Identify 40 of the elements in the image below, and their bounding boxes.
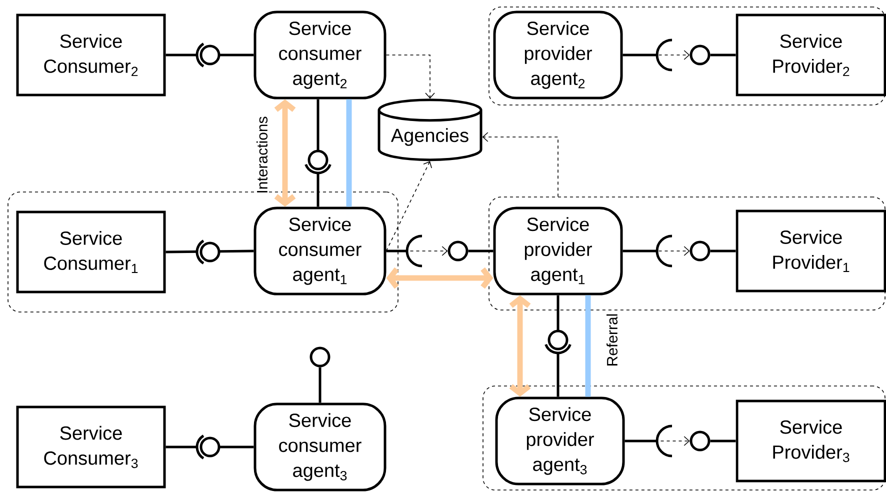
- agent-box: Service consumer agent$_{1}$: [254, 206, 386, 296]
- agent-box: Service consumer agent$_{3}$: [254, 402, 386, 492]
- interface-circle: [690, 44, 710, 66]
- component-box: Service Provider$_{3}$: [736, 400, 886, 482]
- group-boundary: [8, 192, 398, 312]
- interface-circle: [448, 240, 468, 262]
- connector-line: [468, 250, 494, 252]
- connector-arrow: [482, 132, 558, 197]
- edge-label: Interactions: [256, 115, 268, 195]
- connector-arrow: [509, 295, 531, 397]
- connector-line: [585, 295, 591, 397]
- edge-label: Referral: [606, 312, 619, 368]
- component-box: Service Provider$_{1}$: [736, 210, 886, 292]
- group-boundary: [488, 6, 886, 106]
- connector-line: [346, 99, 352, 207]
- connector-arrow: [386, 267, 494, 289]
- group-boundary: [482, 386, 886, 490]
- connector-line: [166, 446, 254, 448]
- interface-circle: [690, 240, 710, 262]
- connector-line: [710, 250, 736, 252]
- component-box: Service Provider$_{2}$: [736, 14, 886, 96]
- agent-box: Service provider agent$_{3}$: [495, 396, 625, 486]
- component-box: Service Consumer$_{1}$: [16, 210, 166, 294]
- connector-line: [710, 54, 736, 56]
- agent-box: Service consumer agent$_{2}$: [254, 10, 386, 100]
- interface-circle: [690, 430, 710, 452]
- agent-box: Service provider agent$_{2}$: [493, 10, 623, 100]
- connector-line: [318, 367, 322, 403]
- component-box: Service Consumer$_{2}$: [16, 14, 166, 96]
- connector-line: [166, 250, 254, 254]
- component-box: Service Consumer$_{3}$: [16, 406, 166, 488]
- agent-box: Service provider agent$_{1}$: [493, 206, 623, 296]
- connector-arrow: [274, 99, 296, 207]
- connector-arrow: [386, 54, 435, 99]
- connector-line: [710, 440, 736, 442]
- interface-circle: [310, 346, 330, 368]
- database-cylinder: Agencies: [378, 98, 482, 162]
- connector-line: [166, 54, 254, 56]
- group-boundary: [488, 196, 886, 310]
- connector-arrow: [386, 161, 432, 252]
